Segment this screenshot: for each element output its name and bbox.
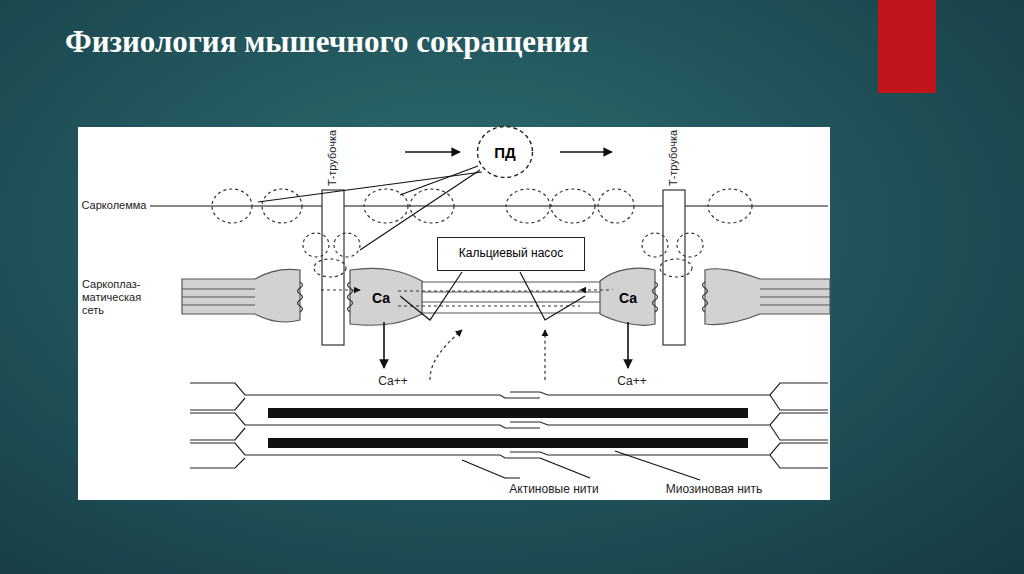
sr-label: Саркоплаз- матическая сеть bbox=[80, 278, 164, 318]
node-text: Ca bbox=[619, 290, 637, 306]
slide-title: Физиология мышечного сокращения bbox=[65, 24, 588, 60]
calcium-ion-label: Ca++ bbox=[376, 374, 409, 388]
t-tubule-label: Т-трубочка bbox=[326, 128, 339, 188]
t-tubule-label: Т-трубочка bbox=[667, 128, 680, 188]
accent-bar bbox=[878, 0, 936, 93]
calcium-ion-label: Ca++ bbox=[615, 374, 648, 388]
action-potential-circle: ПД bbox=[476, 125, 534, 179]
figure-panel bbox=[78, 127, 830, 500]
cistern-node: Ca bbox=[607, 283, 649, 313]
node-text: Ca bbox=[372, 290, 390, 306]
sarcolemma-label: Сарколемма bbox=[80, 199, 149, 212]
myosin-label: Миозиновая нить bbox=[664, 482, 765, 496]
node-text: ПД bbox=[494, 144, 515, 161]
cistern-node: Ca bbox=[360, 283, 402, 313]
actin-label: Актиновые нити bbox=[507, 482, 600, 496]
node-text: Кальциевый насос bbox=[459, 247, 563, 261]
calcium-pump-box: Кальциевый насос bbox=[437, 237, 585, 271]
